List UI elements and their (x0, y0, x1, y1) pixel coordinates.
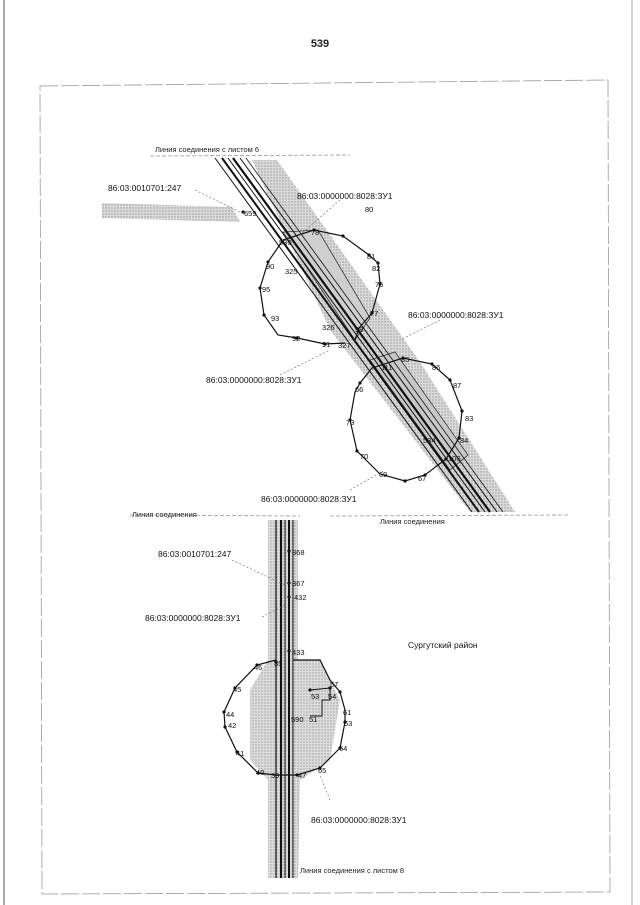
caption-join-left: Линия соединения (132, 510, 197, 519)
point-73: 73 (346, 418, 354, 427)
point-83: 83 (465, 414, 473, 423)
point-63: 63 (344, 719, 352, 728)
point-327: 327 (338, 341, 351, 350)
district-label: Сургутский район (408, 640, 478, 650)
side-road-hatch (102, 203, 240, 222)
parcel-label-zu1-bottom: 86:03:0000000:8028:ЗУ1 (261, 494, 357, 504)
point-66: 66 (355, 385, 363, 394)
point-433: 433 (292, 648, 305, 657)
point-530: 530 (279, 238, 292, 247)
point-44: 44 (226, 710, 234, 719)
point-61: 61 (343, 708, 351, 717)
parcel-label-247-bottom: 86:03:0010701:247 (158, 549, 232, 559)
point-91: 91 (322, 340, 330, 349)
point-51: 51 (309, 715, 317, 724)
point-87: 87 (453, 381, 461, 390)
point-590: 590 (291, 715, 304, 724)
leader-lines-bottom (231, 559, 331, 801)
point-45: 45 (233, 685, 241, 694)
caption-join-sheet-6: Линия соединения с листом 6 (155, 145, 259, 154)
point-47: 47 (298, 771, 306, 780)
point-325: 325 (285, 267, 298, 276)
point-81: 81 (367, 252, 375, 261)
point-67: 67 (418, 474, 426, 483)
point-659: 659 (244, 209, 257, 218)
vertex-markers-top (241, 210, 464, 483)
point-93: 93 (271, 314, 279, 323)
point-41: 41 (236, 749, 244, 758)
point-53: 53 (311, 692, 319, 701)
point-70: 70 (360, 452, 368, 461)
point-40: 40 (256, 768, 264, 777)
point-82: 82 (372, 264, 380, 273)
point-64: 64 (339, 744, 347, 753)
point-432: 432 (294, 593, 307, 602)
parcel-label-zu1-bottom-lower: 86:03:0000000:8028:ЗУ1 (311, 815, 407, 825)
point-326: 326 (322, 323, 335, 332)
leader-lines-top (194, 189, 441, 491)
parcel-label-zu1-right: 86:03:0000000:8028:ЗУ1 (408, 310, 504, 320)
point-92: 92 (292, 334, 300, 343)
join-line-left (129, 514, 301, 517)
point-84: 84 (460, 436, 468, 445)
caption-join-right: Линия соединения (380, 517, 445, 526)
point-98: 98 (355, 325, 363, 334)
pipeline-lines-bottom (275, 520, 294, 878)
point-46: 46 (254, 663, 262, 672)
point-534: 534 (423, 436, 436, 445)
join-line-sheet-6 (149, 154, 351, 157)
point-90: 90 (266, 262, 274, 271)
page-number: 539 (310, 38, 330, 50)
top-map: Линия соединения с листом 6 Линия соедин… (102, 145, 571, 519)
contour-inner-notch (309, 687, 331, 717)
point-77: 77 (370, 309, 378, 318)
caption-join-sheet-8: Линия соединения с листом 8 (300, 866, 404, 875)
point-95: 95 (262, 285, 270, 294)
bottom-map: Линия соединения (145, 517, 478, 878)
point-367: 367 (292, 579, 305, 588)
parcel-label-zu1-left: 86:03:0000000:8028:ЗУ1 (206, 375, 302, 385)
point-86: 86 (432, 363, 440, 372)
point-111: 111 (381, 363, 392, 372)
contour-upper-left (259, 239, 346, 345)
point-54: 54 (328, 692, 336, 701)
point-65: 65 (318, 766, 326, 775)
parcel-label-247: 86:03:0010701:247 (108, 183, 182, 193)
point-100: 100 (448, 454, 461, 463)
parcel-label-zu1-upper: 86:03:0000000:8028:ЗУ1 (297, 191, 393, 201)
point-35: 35 (274, 659, 282, 668)
point-57: 57 (330, 680, 338, 689)
point-78: 78 (311, 228, 319, 237)
point-368: 368 (292, 548, 305, 557)
point-80: 80 (365, 205, 373, 214)
parcel-label-zu1-bottom-upper: 86:03:0000000:8028:ЗУ1 (145, 613, 241, 623)
vertex-markers-bottom (222, 549, 347, 777)
point-39: 39 (271, 771, 279, 780)
join-line-right (329, 514, 571, 517)
point-76: 76 (375, 280, 383, 289)
plan-frame (39, 79, 611, 895)
point-85: 85 (401, 355, 409, 364)
point-69: 69 (379, 470, 387, 479)
point-42: 42 (228, 721, 236, 730)
corridor-hatch-bottom (250, 520, 340, 878)
